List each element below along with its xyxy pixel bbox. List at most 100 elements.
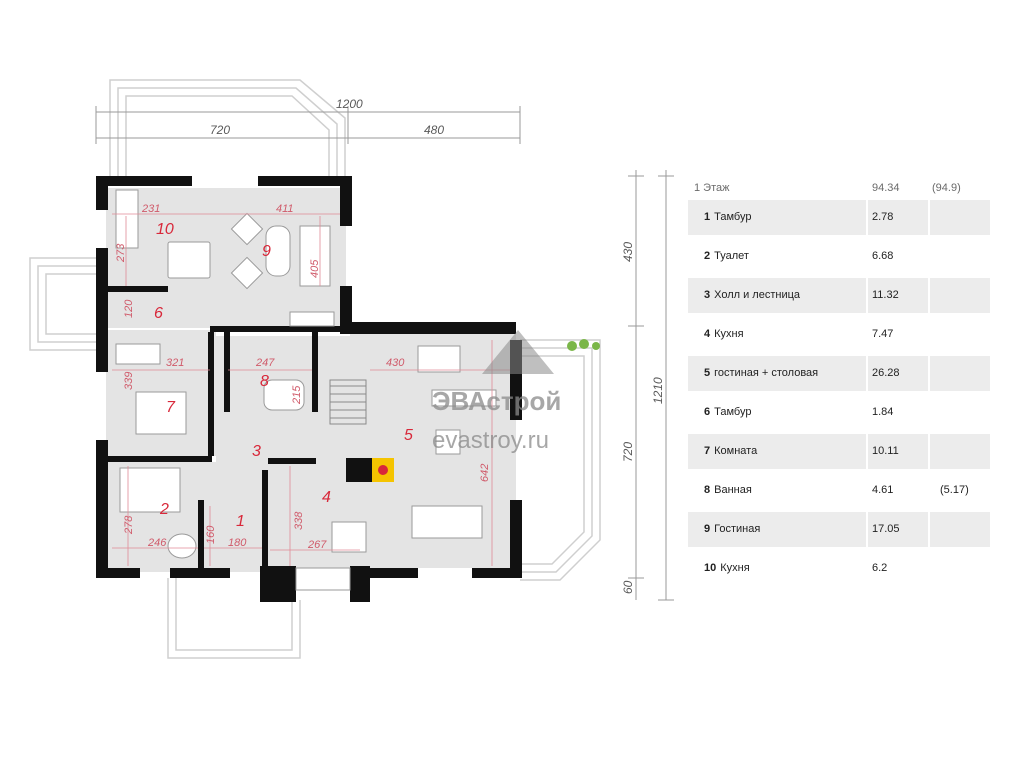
fireplace xyxy=(346,458,394,482)
room-dim: 339 xyxy=(123,372,135,390)
terrace-outlines xyxy=(29,79,601,659)
legend-room-area-alt: (5.17) xyxy=(940,484,969,496)
legend-room-number: 8 xyxy=(704,484,711,496)
floor-label: 1 Этаж xyxy=(694,182,730,194)
legend-room-label: гостиная + столовая xyxy=(714,367,819,379)
legend-room-area-alt xyxy=(930,200,990,235)
room-dim: 267 xyxy=(307,539,327,551)
legend-room-label: Кухня xyxy=(714,328,744,340)
legend-room-label: Ванная xyxy=(714,484,752,496)
room-dim: 246 xyxy=(147,537,167,549)
room-dim: 278 xyxy=(123,515,135,535)
legend-room-area: 6.2 xyxy=(872,562,888,574)
legend-room-area-alt xyxy=(930,239,990,274)
legend-room-area: 6.68 xyxy=(872,250,894,262)
dim-vertical-mid: 720 xyxy=(621,442,635,462)
legend-room-area-alt xyxy=(930,278,990,313)
house-logo-icon xyxy=(482,330,554,374)
room-dim: 642 xyxy=(479,464,491,482)
room-number: 9 xyxy=(262,243,271,260)
room-number: 3 xyxy=(252,443,261,460)
stairs xyxy=(329,379,367,425)
legend-room-area: 17.05 xyxy=(868,512,928,547)
walls xyxy=(96,176,522,602)
room-dim: 120 xyxy=(123,299,135,318)
legend-room-area: 26.28 xyxy=(868,356,928,391)
legend-room-number: 3 xyxy=(704,289,711,301)
room-number: 7 xyxy=(166,399,176,416)
dim-left-width: 720 xyxy=(210,123,230,137)
room-number: 10 xyxy=(156,221,174,238)
room-dim: 160 xyxy=(205,525,217,544)
dim-total-width: 1200 xyxy=(336,97,363,111)
legend-room-number: 2 xyxy=(704,250,711,262)
dim-vertical-bottom: 60 xyxy=(621,580,635,594)
legend-room-area: 7.47 xyxy=(872,328,894,340)
floor-area: 94.34 xyxy=(872,182,900,194)
dimension-lines xyxy=(95,106,674,601)
legend-room-number: 4 xyxy=(704,328,711,340)
room-dim: 273 xyxy=(115,243,127,263)
room-dim: 215 xyxy=(291,385,303,405)
legend-room-label: Комната xyxy=(714,445,758,457)
legend-room-label: Туалет xyxy=(714,250,749,262)
dim-vertical-top: 430 xyxy=(621,242,635,262)
legend-room-area: 10.11 xyxy=(868,434,928,469)
room-dim: 247 xyxy=(255,357,275,369)
plant-icon xyxy=(567,339,600,351)
room-dim: 231 xyxy=(141,203,160,215)
legend-room-area-alt xyxy=(930,356,990,391)
room-number: 8 xyxy=(260,373,269,390)
room-dim: 180 xyxy=(228,537,247,549)
room-number: 6 xyxy=(154,305,163,322)
legend-room-area-alt xyxy=(930,551,990,586)
legend-room-label: Холл и лестница xyxy=(714,289,801,301)
legend-room-number: 10 xyxy=(704,562,717,574)
watermark: ЭВАстрой evastroy.ru xyxy=(432,330,561,454)
room-number: 1 xyxy=(236,513,245,530)
furniture xyxy=(115,189,497,591)
legend-room-area: 2.78 xyxy=(868,200,928,235)
legend-room-number: 5 xyxy=(704,367,711,379)
legend-header: 1 Этаж 94.34 (94.9) xyxy=(688,176,990,200)
room-dim: 430 xyxy=(386,357,405,369)
legend-room-area: 11.32 xyxy=(868,278,928,313)
legend-room-area-alt xyxy=(930,512,990,547)
legend-room-area-alt xyxy=(930,434,990,469)
interior-guides xyxy=(112,213,510,566)
room-dim: 405 xyxy=(309,259,321,278)
legend-room-area: 4.61 xyxy=(872,484,894,496)
room-number: 5 xyxy=(404,427,413,444)
watermark-brand: ЭВАстрой xyxy=(432,386,561,416)
legend-room-number: 6 xyxy=(704,406,711,418)
legend-room-area-alt xyxy=(930,317,990,352)
legend-room-label: Тамбур xyxy=(714,211,752,223)
legend-room-label: Тамбур xyxy=(714,406,752,418)
legend-room-area: 1.84 xyxy=(872,406,894,418)
dim-right-width: 480 xyxy=(424,123,444,137)
legend-room-number: 7 xyxy=(704,445,711,457)
legend-room-label: Кухня xyxy=(720,562,750,574)
legend-room-number: 9 xyxy=(704,523,711,535)
room-dim: 338 xyxy=(293,511,305,530)
legend-room-number: 1 xyxy=(704,211,711,223)
